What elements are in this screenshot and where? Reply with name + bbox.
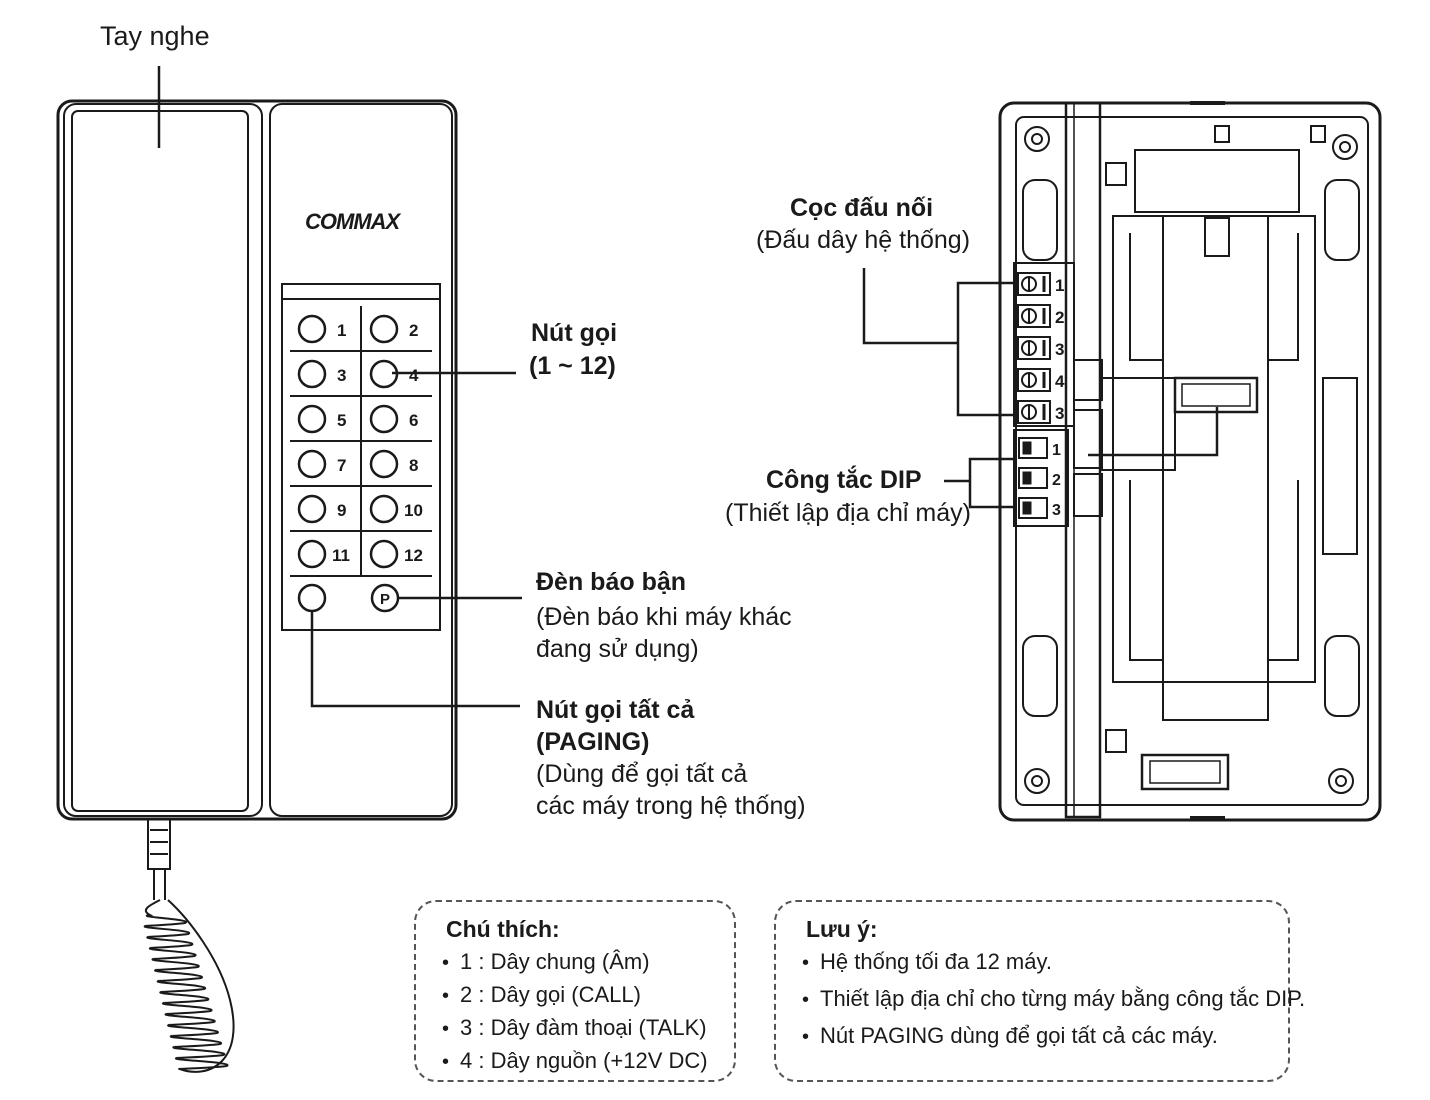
dip-lever [1022,441,1032,455]
paging-key-letter: P [380,591,390,608]
dip-switch-number: 3 [1052,502,1061,519]
call-button-12[interactable] [369,539,399,569]
keypad-panel [281,283,441,631]
legend-title: Chú thích: [446,916,560,942]
terminal-number: 3 [1055,404,1064,423]
terminal-block: 1 2 3 4 3 [1013,262,1075,427]
rear-view: 1 2 3 4 3 1 2 3 [998,101,1382,822]
call-button-10[interactable] [369,494,399,524]
call-button-number: 9 [337,501,346,520]
note-item: Hệ thống tối đa 12 máy. [802,944,1305,981]
terminal-screw [1017,400,1051,424]
mounting-screws [1024,126,1358,794]
handset [63,66,263,817]
paging-desc-2: các máy trong hệ thống) [536,792,806,820]
terminal-desc: (Đấu dây hệ thống) [756,226,971,254]
coiled-cord [143,818,235,1073]
call-button-number: 5 [337,411,346,430]
dip-switch-label: Công tắc DIP [766,466,922,494]
call-button-number: 3 [337,366,346,385]
dip-switch-number: 2 [1052,472,1061,489]
notes-title: Lưu ý: [806,916,878,942]
handset-label: Tay nghe [100,21,210,51]
call-button-number: 12 [404,546,423,565]
terminal-screw [1017,304,1051,328]
call-button-number: 11 [332,546,350,565]
busy-lamp [297,583,327,613]
legend-item: 2 : Dây gọi (CALL) [442,979,708,1012]
call-button-number: 10 [404,501,423,520]
notes-box: Lưu ý: Hệ thống tối đa 12 máy. Thiết lập… [774,900,1305,1082]
call-button-7[interactable] [297,449,327,479]
call-button-number: 8 [409,456,418,475]
paging-label-2: (PAGING) [536,728,650,756]
legend-item: 3 : Dây đàm thoại (TALK) [442,1012,708,1045]
call-button-2[interactable] [369,314,399,344]
terminal-screw [1017,272,1051,296]
dip-lever [1022,471,1032,485]
legend-item: 1 : Dây chung (Âm) [442,946,708,979]
terminal-screw [1017,368,1051,392]
paging-label-1: Nút gọi tất cả [536,696,695,724]
callout-lines-rear [862,268,1219,509]
call-button-number: 7 [337,456,346,475]
brand-logo: COMMAX [305,209,400,234]
busy-lamp-desc-2: đang sử dụng) [536,635,699,663]
legend-item: 4 : Dây nguồn (+12V DC) [442,1045,708,1078]
terminal-label: Cọc đấu nối [790,194,934,222]
call-button-3[interactable] [297,359,327,389]
dip-lever [1022,501,1032,515]
call-button-8[interactable] [369,449,399,479]
terminal-screw [1017,336,1051,360]
note-item: Nút PAGING dùng để gọi tất cả các máy. [802,1018,1305,1055]
callout-lines-front [310,371,522,708]
dip-switch-block: 1 2 3 [1013,429,1069,527]
terminal-number: 2 [1055,308,1064,327]
call-button-number: 1 [337,321,346,340]
paging-desc-1: (Dùng để gọi tất cả [536,760,748,788]
call-buttons-label: Nút gọi [531,319,618,347]
busy-lamp-desc-1: (Đèn báo khi máy khác [536,603,792,631]
call-button-6[interactable] [369,404,399,434]
terminal-number: 1 [1055,276,1064,295]
terminal-number: 4 [1055,372,1065,391]
call-button-11[interactable] [297,539,327,569]
dip-switch[interactable] [1018,437,1048,459]
note-item: Thiết lập địa chỉ cho từng máy bằng công… [802,981,1305,1018]
terminal-number: 3 [1055,340,1064,359]
call-button-number: 2 [409,321,418,340]
call-button-number: 6 [409,411,418,430]
call-button-1[interactable] [297,314,327,344]
legend-box: Chú thích: 1 : Dây chung (Âm) 2 : Dây gọ… [414,900,736,1082]
call-button-9[interactable] [297,494,327,524]
busy-lamp-label: Đèn báo bận [536,568,687,596]
dip-switch-number: 1 [1052,442,1061,459]
call-button-number: 4 [409,366,419,385]
call-buttons-range: (1 ~ 12) [529,352,616,380]
dip-switch[interactable] [1018,467,1048,489]
dip-switch[interactable] [1018,497,1048,519]
dip-switch-desc: (Thiết lập địa chỉ máy) [725,499,971,527]
call-button-5[interactable] [297,404,327,434]
